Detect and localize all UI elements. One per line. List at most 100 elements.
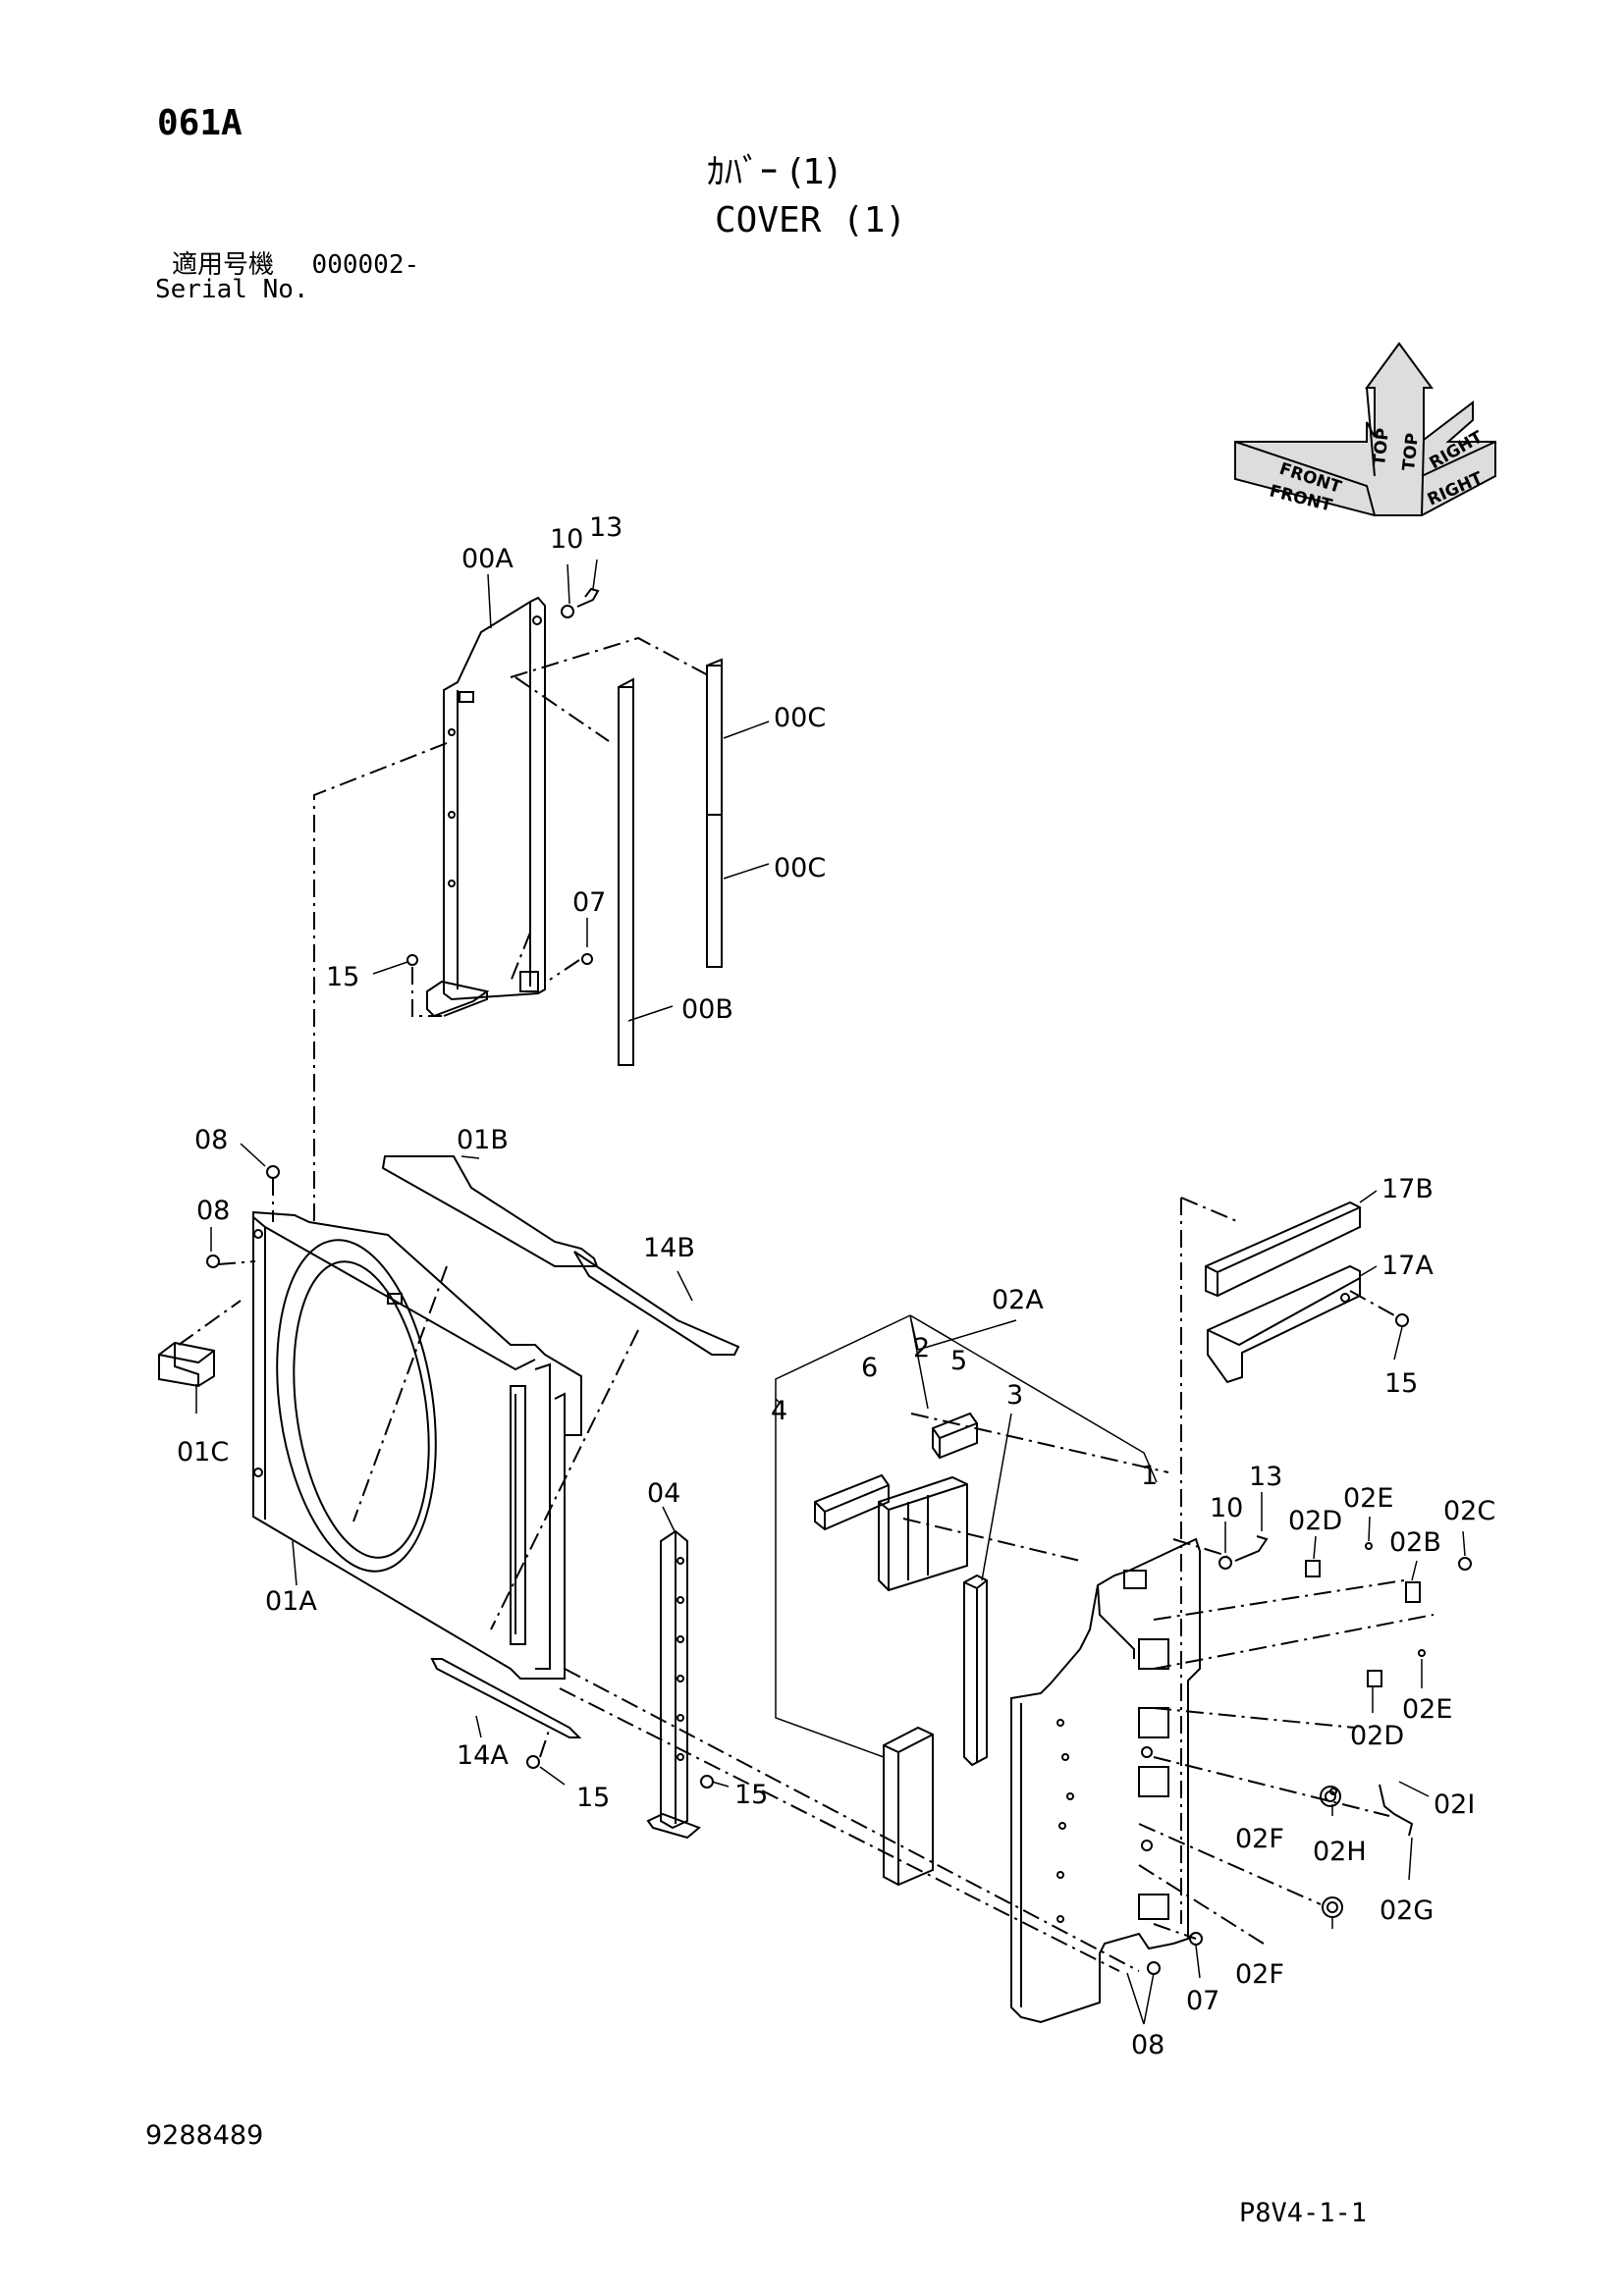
callout-02E-upper: 02E — [1343, 1483, 1393, 1514]
callout-02D-lower: 02D — [1350, 1721, 1404, 1751]
callout-01C: 01C — [177, 1437, 229, 1468]
clip-icon — [1305, 1560, 1321, 1577]
seal-plate-14A — [430, 1658, 582, 1738]
orientation-top-right: TOP — [1399, 432, 1423, 471]
clip-icon — [1367, 1670, 1382, 1687]
bolt-icon — [576, 587, 600, 608]
orientation-top-left: TOP — [1370, 427, 1393, 466]
assembly-lines-upper — [313, 636, 713, 1227]
page-code: 061A — [157, 103, 243, 143]
seal-17B-edges — [1205, 1206, 1361, 1296]
pad-4 — [883, 1726, 934, 1887]
callout-00C-lower: 00C — [774, 853, 826, 883]
pin-02H-icon — [1329, 1788, 1337, 1795]
callout-02I: 02I — [1434, 1789, 1475, 1820]
callout-10-upper: 10 — [550, 524, 583, 555]
callout-00C-upper: 00C — [774, 703, 826, 733]
upper-side-cover-bracket — [426, 596, 546, 1018]
callout-1: 1 — [1141, 1461, 1158, 1491]
callout-13-right: 13 — [1249, 1462, 1282, 1492]
serial-label-english: Serial No. — [155, 275, 309, 304]
bolt-icon — [1234, 1535, 1269, 1562]
block-01C — [158, 1341, 215, 1388]
bolt-icon — [526, 1755, 540, 1769]
callout-10-right: 10 — [1210, 1493, 1243, 1523]
callout-2: 2 — [913, 1333, 930, 1363]
screw-icon — [1418, 1649, 1426, 1657]
fan-shroud — [252, 1210, 582, 1680]
title-english: COVER (1) — [715, 200, 907, 240]
leader-lines — [195, 559, 1466, 2025]
callout-00B: 00B — [681, 994, 733, 1025]
block-01C-edges — [158, 1343, 215, 1386]
callout-01A: 01A — [265, 1586, 317, 1617]
grommet-icon — [1320, 1786, 1341, 1807]
callout-02G: 02G — [1380, 1896, 1434, 1926]
pad-4-edges — [883, 1734, 934, 1885]
callout-6: 6 — [861, 1353, 878, 1383]
callout-07-lower: 07 — [1186, 1986, 1219, 2016]
bolt-icon — [1395, 1313, 1409, 1327]
grommet-icon-inner — [1326, 1901, 1338, 1913]
upper-seal-strips — [618, 658, 723, 1066]
callout-01B: 01B — [457, 1125, 509, 1155]
callout-17A: 17A — [1381, 1251, 1434, 1281]
callout-02F-lower: 02F — [1235, 1959, 1284, 1990]
screw-icon — [1365, 1542, 1373, 1550]
seal-plate-01B — [381, 1155, 599, 1267]
callout-15-upper: 15 — [326, 962, 359, 992]
pad-5 — [932, 1412, 978, 1460]
callout-02C: 02C — [1443, 1496, 1495, 1526]
pad-6 — [814, 1473, 890, 1531]
serial-line-japanese: 適用号機 000002- — [172, 252, 419, 278]
bracket-assembly-02A — [1010, 1537, 1201, 2024]
callout-02A: 02A — [992, 1285, 1044, 1315]
seal-17B — [1205, 1201, 1361, 1298]
seal-17A-edges — [1207, 1277, 1361, 1347]
callout-02B: 02B — [1389, 1527, 1441, 1558]
orientation-indicator: FRONT FRONT TOP TOP RIGHT RIGHT — [1234, 342, 1496, 516]
pad-6-edges — [814, 1484, 890, 1529]
callout-15-lower-left: 15 — [576, 1783, 610, 1813]
nut-icon — [1458, 1557, 1472, 1571]
pad-3 — [963, 1574, 988, 1767]
grommet-icon — [1322, 1896, 1343, 1918]
bolt-icon — [206, 1255, 220, 1268]
callout-14A: 14A — [457, 1740, 509, 1771]
callout-17B: 17B — [1381, 1174, 1434, 1204]
callout-02F-upper: 02F — [1235, 1824, 1284, 1854]
hole-icon — [1340, 1293, 1350, 1303]
serial-value: 000002- — [311, 250, 420, 280]
pad-3-edges — [963, 1579, 988, 1762]
pad-2 — [878, 1475, 968, 1592]
callout-04: 04 — [647, 1478, 680, 1509]
callout-02D-upper: 02D — [1288, 1506, 1342, 1536]
washer-icon — [1218, 1556, 1232, 1570]
bolt-icon — [406, 954, 418, 966]
callout-02H: 02H — [1313, 1837, 1367, 1867]
document-number: 9288489 — [145, 2120, 264, 2151]
callout-08-top: 08 — [194, 1125, 228, 1155]
callout-15-stay: 15 — [734, 1780, 768, 1810]
callout-5: 5 — [950, 1346, 967, 1376]
seal-17A — [1207, 1264, 1361, 1384]
plate-icon — [1405, 1581, 1421, 1603]
seal-plate-14B — [573, 1251, 740, 1356]
callout-4: 4 — [771, 1396, 787, 1426]
callout-00A: 00A — [461, 544, 514, 574]
callout-15-right: 15 — [1384, 1368, 1418, 1399]
callout-02E-lower: 02E — [1402, 1694, 1452, 1725]
pin-02G-icon — [1379, 1784, 1414, 1837]
callout-07-upper: 07 — [572, 887, 606, 918]
support-stay-04 — [646, 1529, 714, 1840]
bolt-icon — [581, 953, 593, 965]
callout-08-bottom: 08 — [1131, 2030, 1164, 2060]
pad-5-edges — [932, 1422, 978, 1458]
callout-08-left: 08 — [196, 1196, 230, 1226]
serial-label-japanese: 適用号機 — [172, 250, 275, 280]
bolt-icon — [1147, 1961, 1161, 1975]
washer-icon — [561, 605, 574, 618]
bolt-icon — [1189, 1932, 1203, 1946]
title-japanese: ｶﾊﾞｰ (1) — [707, 152, 839, 192]
